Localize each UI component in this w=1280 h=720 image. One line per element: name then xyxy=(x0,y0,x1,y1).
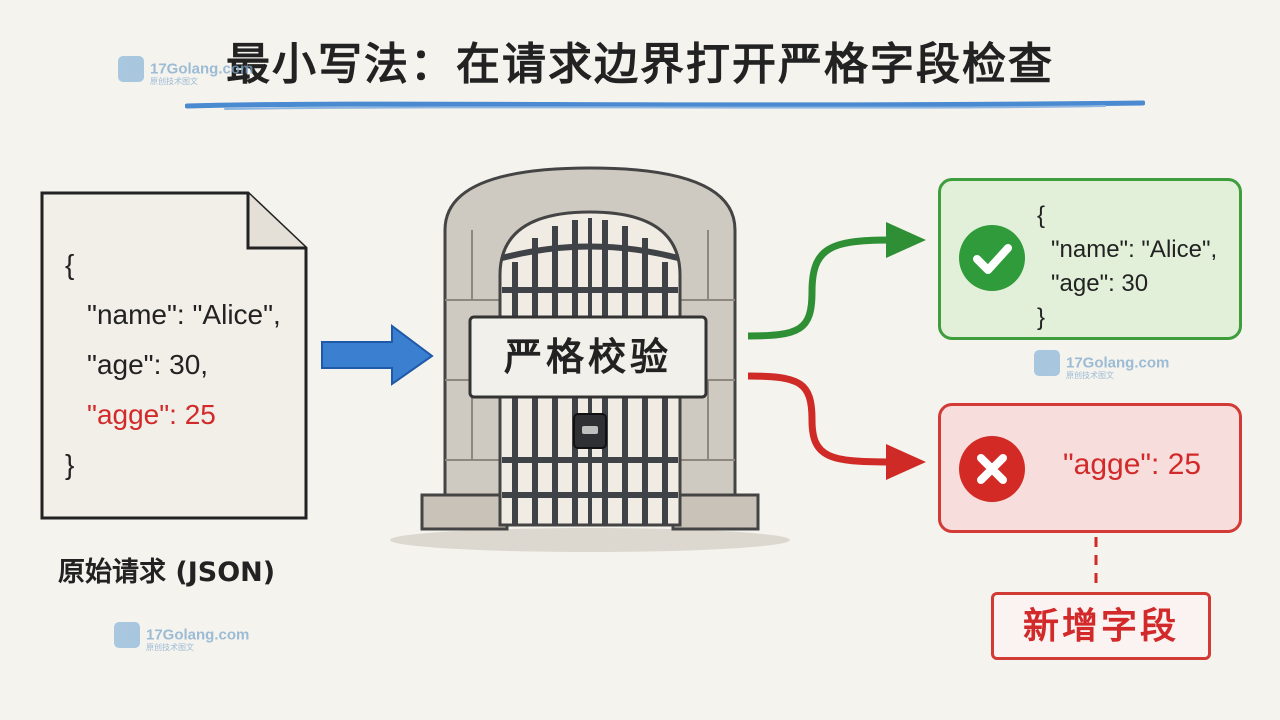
request-caption: 原始请求 (JSON) xyxy=(58,557,276,588)
watermark-name: 17Golang.com xyxy=(150,60,254,78)
gate-icon xyxy=(390,166,790,552)
accepted-line: } xyxy=(1037,304,1046,331)
watermark-logo-icon xyxy=(114,622,140,648)
watermark-logo-icon xyxy=(1034,350,1060,376)
watermark: 17Golang.com 原创技术图文 xyxy=(114,622,249,653)
request-line: "age": 30, xyxy=(87,349,209,380)
accepted-json: { "name": "Alice", "age": 30 } xyxy=(1037,199,1217,335)
accept-path-arrow-icon xyxy=(747,222,926,340)
rejected-box: "agge": 25 xyxy=(938,403,1242,533)
request-line-unknown-field: "agge": 25 xyxy=(87,399,216,430)
request-line: { xyxy=(65,249,75,280)
watermark-name: 17Golang.com xyxy=(146,626,250,644)
watermark: 17Golang.com 原创技术图文 xyxy=(1034,350,1169,381)
gate-label: 严格校验 xyxy=(503,335,672,379)
request-line: } xyxy=(65,449,75,480)
request-line: "name": "Alice", xyxy=(87,299,281,330)
request-json: { "name": "Alice", "age": 30, "agge": 25… xyxy=(65,240,281,490)
watermark-logo-icon xyxy=(118,56,144,82)
accepted-line: { xyxy=(1037,202,1046,229)
input-arrow-icon xyxy=(321,324,434,386)
watermark-sub: 原创技术图文 xyxy=(1066,371,1114,380)
watermark-sub: 原创技术图文 xyxy=(150,77,198,86)
accepted-line: "age": 30 xyxy=(1051,270,1149,297)
rejected-field: "agge": 25 xyxy=(1063,448,1202,481)
accepted-box: { "name": "Alice", "age": 30 } xyxy=(938,178,1242,340)
page-title: 最小写法：在请求边界打开严格字段检查 xyxy=(226,39,1054,90)
reject-path-arrow-icon xyxy=(747,372,926,480)
watermark-sub: 原创技术图文 xyxy=(146,643,194,652)
new-field-tag: 新增字段 xyxy=(991,592,1211,660)
check-icon xyxy=(959,225,1025,291)
title-underline xyxy=(185,100,1145,110)
accepted-line: "name": "Alice", xyxy=(1051,236,1218,263)
watermark: 17Golang.com 原创技术图文 xyxy=(118,56,253,87)
json-document-icon xyxy=(40,191,308,520)
watermark-name: 17Golang.com xyxy=(1066,354,1170,372)
cross-icon xyxy=(959,436,1025,502)
